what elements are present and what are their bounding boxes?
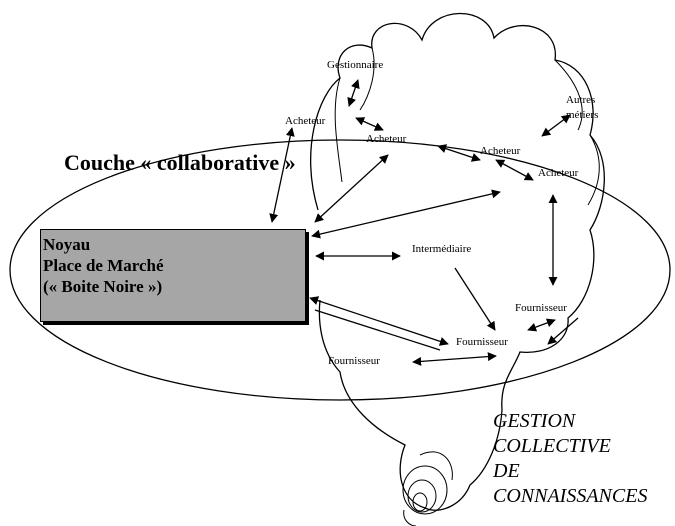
cloud-fold-5 bbox=[419, 451, 453, 481]
core-marketplace-box: Noyau Place de Marché (« Boite Noire ») bbox=[40, 229, 306, 322]
node-acheteur-3: Acheteur bbox=[480, 145, 521, 157]
arrow-fournisseur2-fournisseur1 bbox=[527, 318, 556, 332]
arrow-fournisseur3-fournisseur2 bbox=[412, 352, 497, 366]
arrow-core-fournisseur2-b bbox=[314, 309, 441, 351]
relation-arrows bbox=[269, 79, 579, 366]
node-fournisseur-2: Fournisseur bbox=[456, 336, 508, 348]
knowledge-line-3: DE bbox=[493, 460, 520, 482]
core-line-2: Place de Marché bbox=[43, 256, 164, 275]
knowledge-management-label: GESTION COLLECTIVE DE CONNAISSANCES bbox=[493, 409, 647, 509]
node-fournisseur-1: Fournisseur bbox=[515, 302, 567, 314]
arrow-autres-acheteur4 bbox=[541, 114, 571, 137]
collaborative-layer-label: Couche « collaborative » bbox=[64, 150, 296, 175]
cloud-fold-4 bbox=[587, 134, 600, 206]
node-autres-metiers-line1: Autres bbox=[566, 94, 596, 106]
cloud-fold-2 bbox=[359, 47, 375, 111]
knowledge-line-1: GESTION bbox=[493, 410, 576, 432]
knowledge-line-4: CONNAISSANCES bbox=[493, 485, 648, 507]
arrow-acheteur2-core bbox=[314, 154, 389, 223]
node-autres-metiers-line2: métiers bbox=[566, 109, 599, 121]
collaborative-layer-ellipse bbox=[9, 139, 671, 401]
node-acheteur-4: Acheteur bbox=[538, 167, 579, 179]
arrow-acheteur1-core bbox=[269, 127, 295, 223]
swirl-middle bbox=[407, 479, 437, 513]
arrow-core-acheteur4 bbox=[311, 189, 501, 239]
core-line-3: (« Boite Noire ») bbox=[43, 277, 163, 296]
node-acheteur-2: Acheteur bbox=[366, 133, 407, 145]
cloud-fold-3 bbox=[554, 59, 583, 131]
swirl-tail bbox=[403, 509, 417, 526]
knowledge-line-2: COLLECTIVE bbox=[493, 435, 611, 457]
node-gestionnaire: Gestionnaire bbox=[327, 59, 384, 71]
arrow-fournisseur1-fournisseur2 bbox=[547, 317, 579, 345]
cloud-fold-1 bbox=[334, 77, 343, 183]
arrow-acheteur1-acheteur2 bbox=[355, 117, 384, 131]
arrow-acheteur3-acheteur4 bbox=[495, 159, 534, 181]
node-acheteur-1: Acheteur bbox=[285, 115, 326, 127]
node-fournisseur-3: Fournisseur bbox=[328, 355, 380, 367]
swirl-inner bbox=[412, 492, 428, 512]
swirl-outer bbox=[402, 465, 448, 515]
arrow-core-fournisseur2-a bbox=[309, 296, 449, 346]
core-line-1: Noyau bbox=[43, 235, 91, 254]
arrow-intermediaire-fournisseur2 bbox=[454, 267, 496, 331]
arrow-gestionnaire-acheteur1 bbox=[347, 79, 360, 107]
arrow-acheteur2-acheteur3 bbox=[437, 144, 481, 162]
node-intermediaire: Intermédiaire bbox=[412, 243, 472, 255]
